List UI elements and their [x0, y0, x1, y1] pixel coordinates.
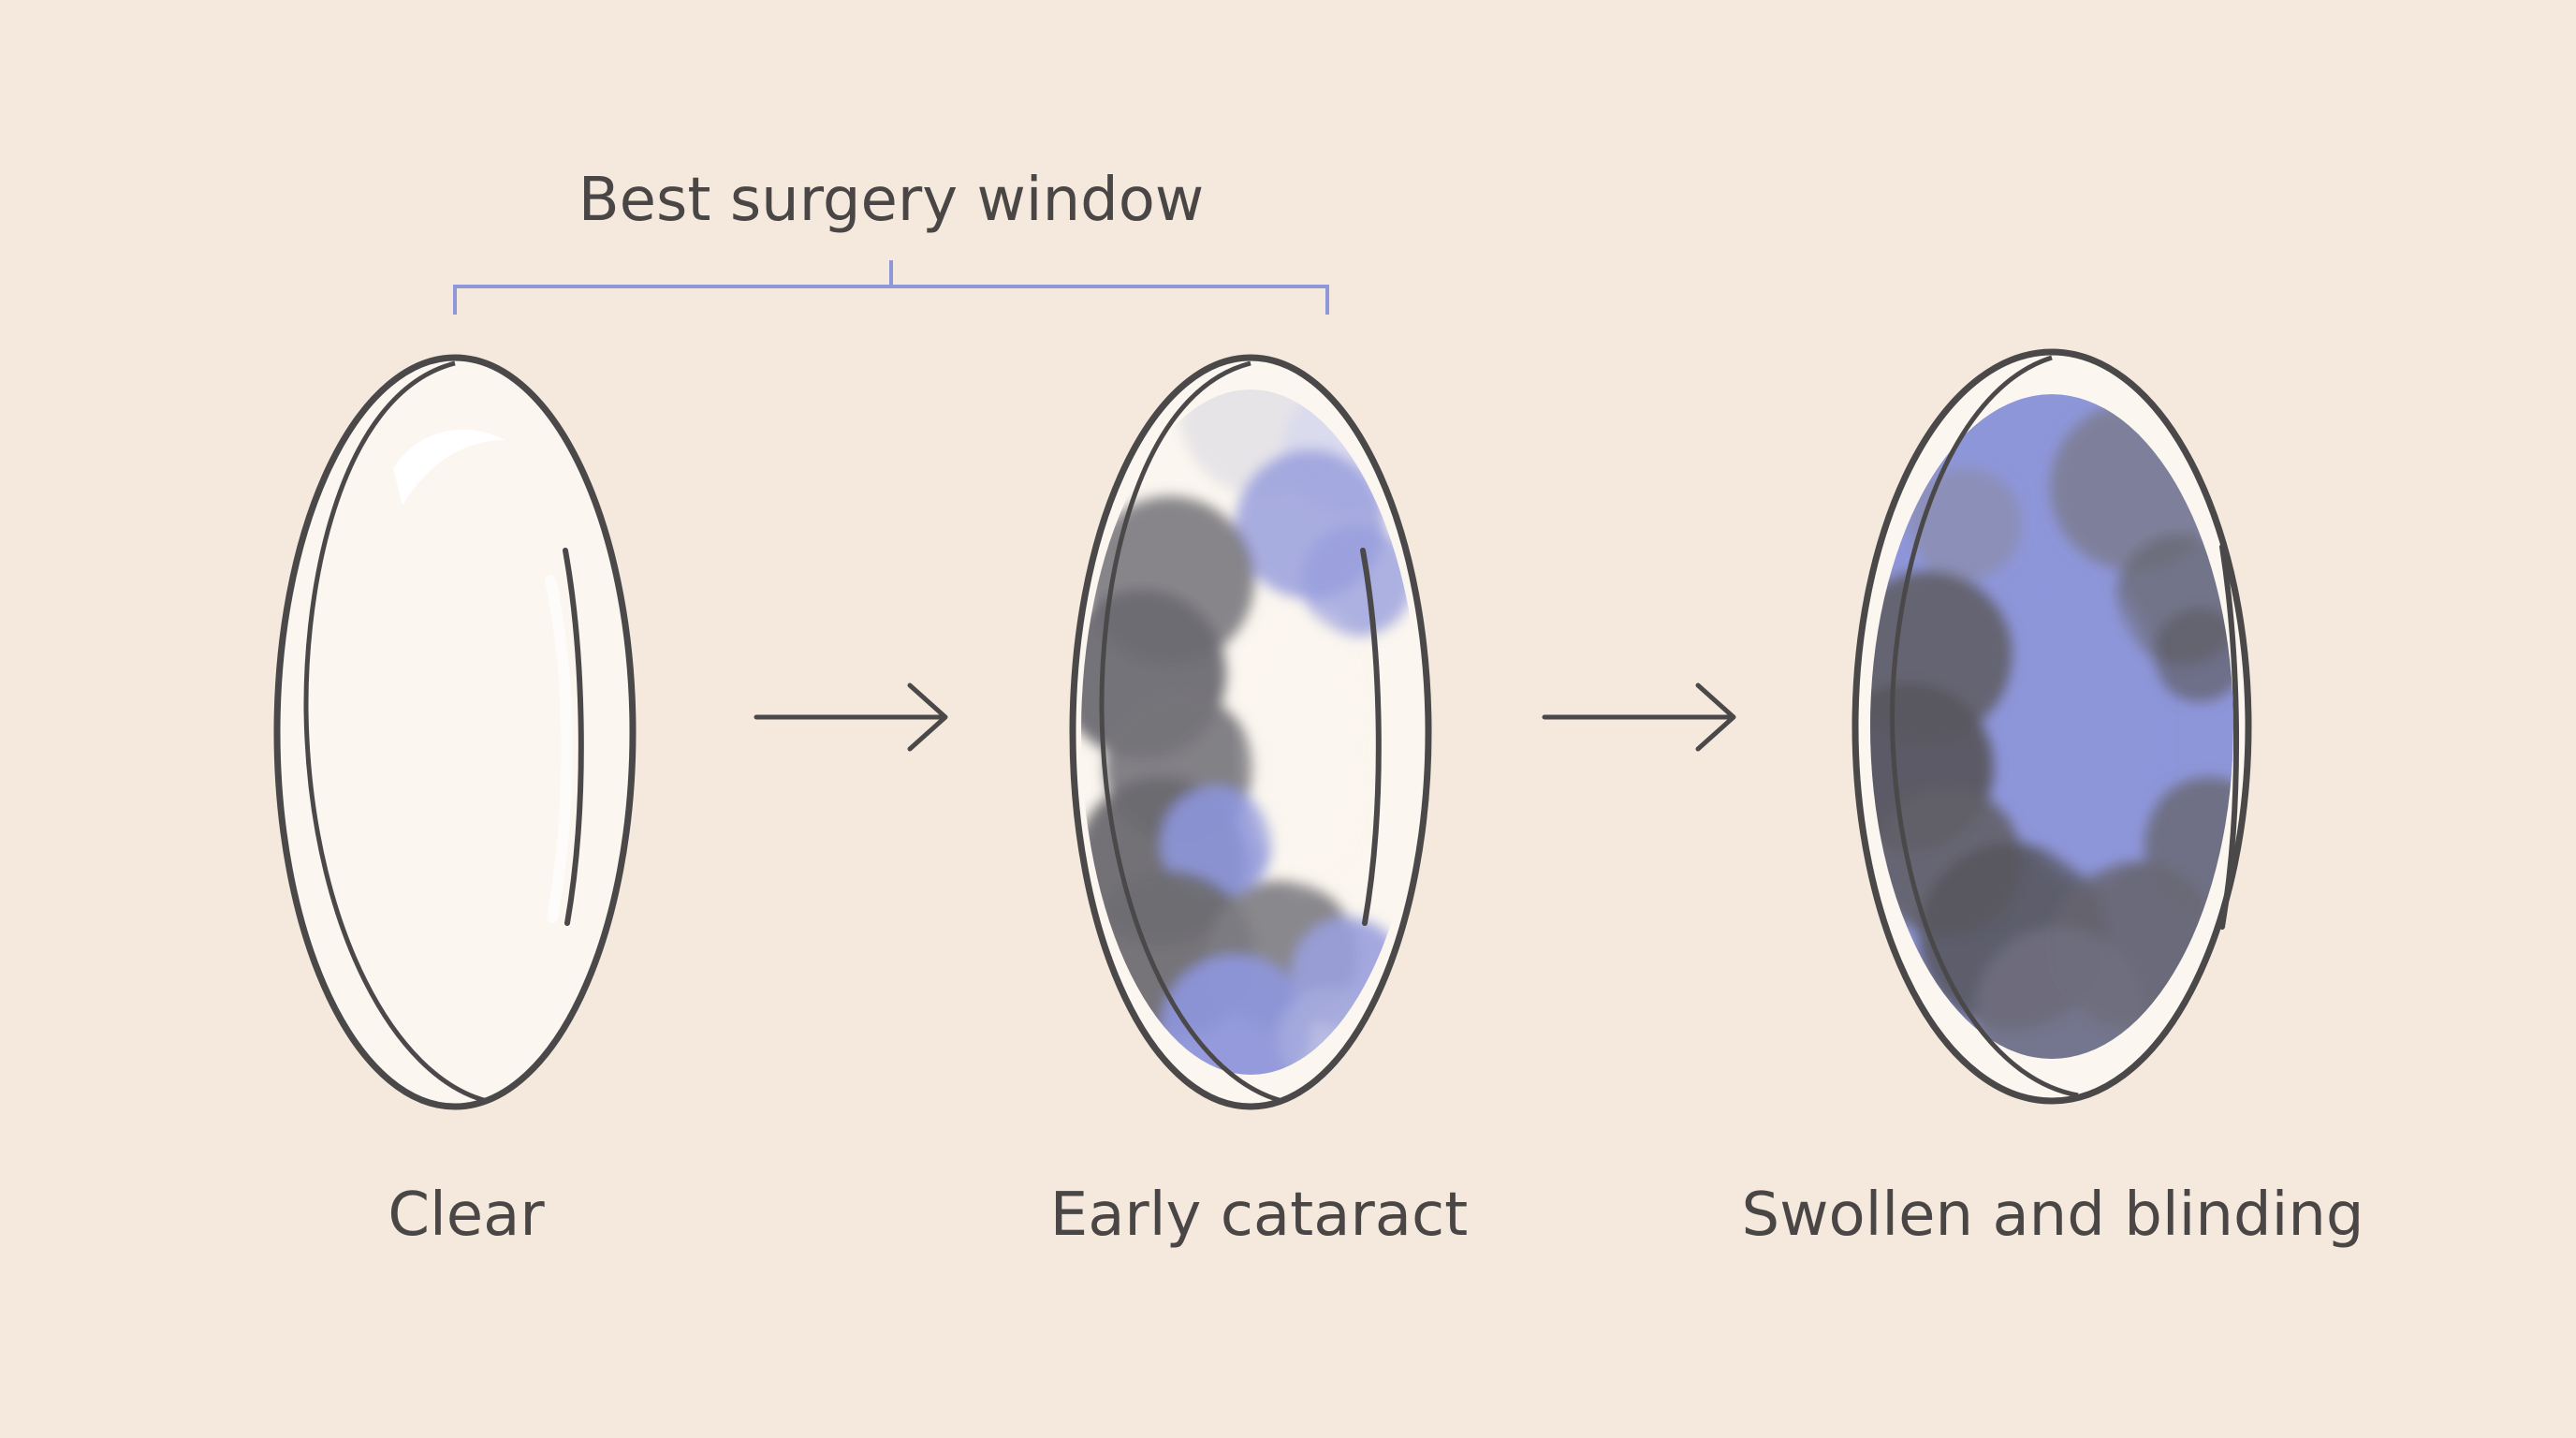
lens-swollen [1852, 348, 2252, 1105]
lens-early-edge-mark [1360, 548, 1382, 926]
lens-clear-sheen [393, 429, 505, 506]
lens-early-cataract [1069, 354, 1432, 1110]
bracket-label: Best surgery window [578, 166, 1205, 235]
lens-clear [273, 354, 637, 1110]
lens-clear-edge-mark [563, 548, 584, 926]
stage-label-clear: Clear [388, 1181, 545, 1250]
lens-early-inner-rim [1099, 360, 1283, 1104]
progression-arrow [1542, 682, 1736, 752]
bracket-line [453, 260, 1329, 315]
stage-label-early-cataract: Early cataract [1049, 1181, 1469, 1250]
stage-label-swollen: Swollen and blinding [1741, 1181, 2364, 1250]
lens-swollen-inner-rim [1890, 355, 2079, 1098]
surgery-window-bracket [453, 260, 1329, 315]
progression-arrow [754, 682, 948, 752]
lens-swollen-edge-mark [2219, 544, 2240, 930]
lens-clear-inner-rim [303, 360, 488, 1104]
